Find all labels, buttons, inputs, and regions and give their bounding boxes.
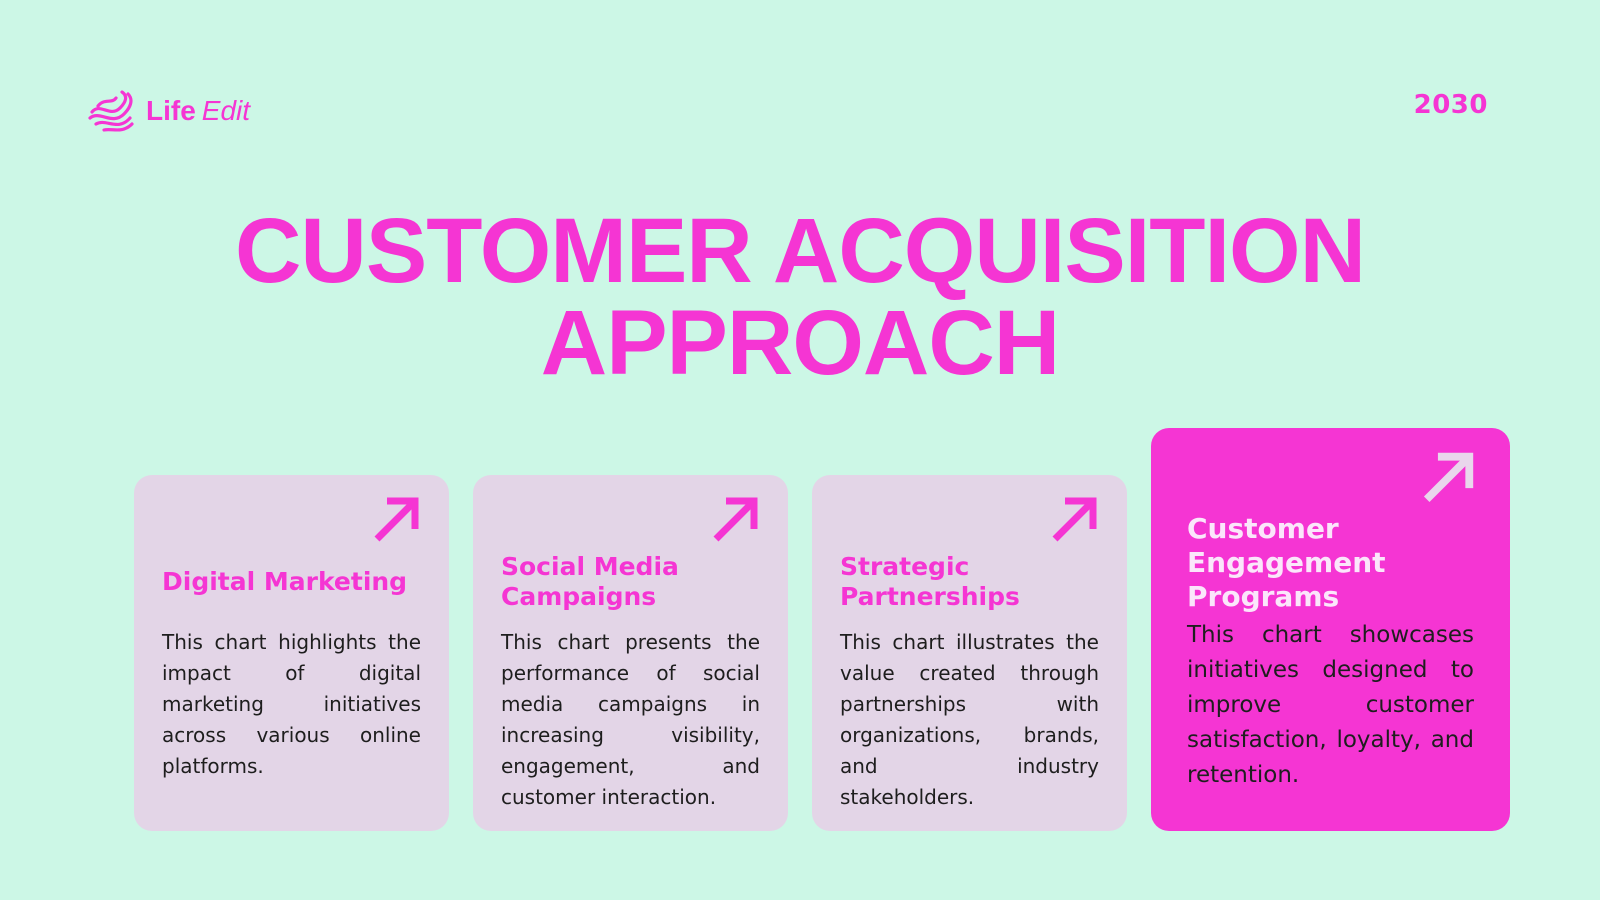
card-description: This chart presents the performance of s… [501, 630, 760, 809]
swirl-logo-icon [88, 88, 136, 134]
card-title: Digital Marketing [162, 567, 408, 596]
card-description: This chart showcases initiatives designe… [1187, 622, 1474, 788]
arrow-up-right-icon [710, 495, 760, 545]
arrow-up-right-icon [371, 495, 421, 545]
card-description: This chart highlights the impact of digi… [162, 630, 421, 778]
card-title: Strategic Partnerships [840, 552, 1020, 611]
page-title-line-2: APPROACH [540, 292, 1060, 394]
card-description: This chart illustrates the value created… [840, 630, 1099, 809]
arrow-up-right-icon [1049, 495, 1099, 545]
card-title: Customer Engagement Programs [1187, 512, 1386, 613]
arrow-up-right-icon [1420, 450, 1476, 506]
card-strategic-partnerships: Strategic Partnerships This chart illust… [812, 475, 1127, 831]
brand-name-bold: Life [146, 95, 196, 126]
card-social-media-campaigns: Social Media Campaigns This chart presen… [473, 475, 788, 831]
card-digital-marketing: Digital Marketing This chart highlights … [134, 475, 449, 831]
card-customer-engagement-programs: Customer Engagement Programs This chart … [1151, 428, 1510, 831]
page-title: CUSTOMER ACQUISITION APPROACH [0, 205, 1600, 389]
year-label: 2030 [1413, 90, 1488, 120]
card-title: Social Media Campaigns [501, 552, 679, 611]
page-title-line-1: CUSTOMER ACQUISITION [234, 200, 1366, 302]
brand-name-italic: Edit [201, 95, 251, 126]
